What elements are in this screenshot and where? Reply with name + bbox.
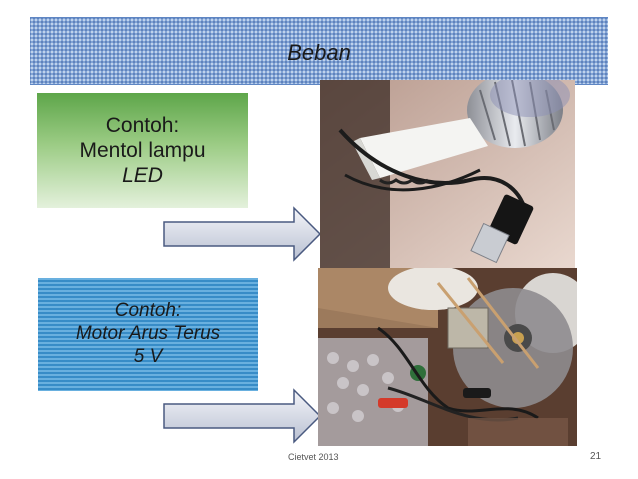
motor-example-label: Contoh:: [114, 300, 182, 322]
right-arrow-icon: [163, 388, 322, 444]
led-example-item: Mentol lampu: [79, 138, 206, 162]
page-number: 21: [590, 451, 602, 462]
led-example-box: Contoh: Mentol lampu LED: [37, 93, 248, 208]
led-example-type: LED: [122, 164, 163, 188]
right-arrow-icon: [163, 206, 322, 262]
led-bulb-photo: [320, 80, 575, 268]
motor-example-item: Motor Arus Terus: [75, 323, 221, 345]
title-bar: Beban: [30, 17, 608, 85]
motor-example-voltage: 5 V: [133, 345, 163, 367]
motor-example-box: Contoh: Motor Arus Terus 5 V: [38, 278, 258, 391]
led-example-label: Contoh:: [105, 113, 180, 137]
dc-motor-photo: [318, 268, 577, 446]
slide-title: Beban: [287, 40, 351, 65]
footer-text: Cietvet 2013: [288, 452, 339, 462]
